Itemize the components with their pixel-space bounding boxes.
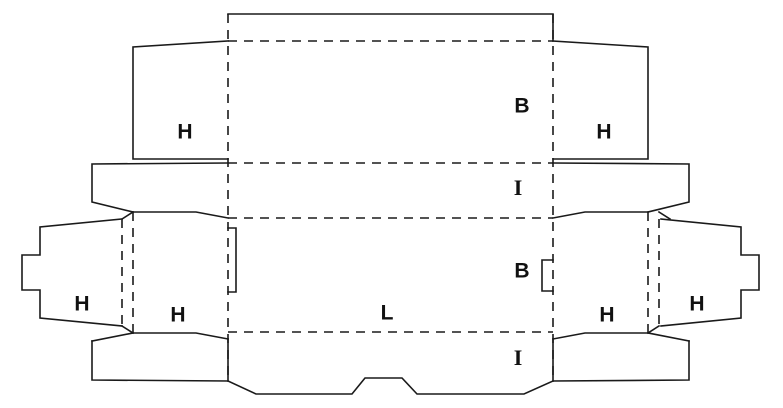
crease-lines: [121, 14, 660, 381]
upper-band-left-taper: [132, 211, 229, 219]
left-shoulder-bottom: [120, 324, 135, 335]
upper-band-section: [91, 162, 690, 219]
right-shoulder-bottom: [646, 324, 661, 335]
lower-band-left-taper: [132, 332, 229, 340]
label-h-mid-left: H: [170, 304, 185, 327]
upper-band-right-taper: [552, 211, 649, 219]
label-b-middle: B: [514, 260, 529, 283]
label-h-top-left: H: [177, 121, 192, 144]
label-i-lower: I: [514, 345, 523, 370]
lower-band-left-diagonal: [91, 332, 134, 342]
panel-left-outer-tab: [21, 218, 123, 327]
upper-band-right-outline: [552, 162, 690, 213]
panel-right-outer-tab: [660, 218, 760, 327]
right-lock-slot: [541, 259, 554, 292]
left-lock-slot: [227, 227, 237, 293]
left-shoulder-top: [120, 210, 135, 221]
label-h-mid-right: H: [599, 304, 614, 327]
lower-band-section: [91, 332, 690, 382]
label-h-far-right: H: [689, 293, 704, 316]
bottom-flap-outline: [226, 377, 555, 395]
panel-top-left-ear: [132, 40, 229, 160]
center-section: [21, 210, 760, 335]
lower-band-right-taper: [552, 332, 649, 340]
label-b-top: B: [514, 95, 529, 118]
panel-top-right-ear: [552, 40, 649, 160]
label-l-center: L: [381, 302, 394, 325]
label-h-top-right: H: [596, 121, 611, 144]
dimension-labels: H B H I H H B L H H I: [74, 95, 704, 371]
upper-band-left-outline: [91, 162, 229, 213]
label-h-far-left: H: [74, 293, 89, 316]
lower-band-right-diagonal: [647, 332, 690, 342]
lower-band-left-outline: [91, 340, 229, 382]
lower-band-right-outline: [552, 340, 690, 382]
right-shoulder-top: [657, 210, 672, 221]
label-i-upper: I: [514, 175, 523, 200]
